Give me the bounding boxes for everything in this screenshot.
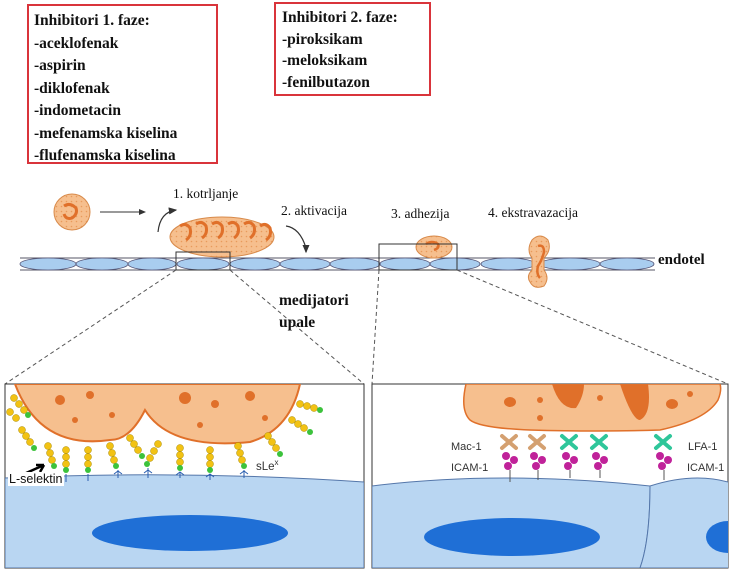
inhibitors-phase2-box: Inhibitori 2. faze: -piroksikam -meloksi… — [274, 2, 431, 96]
rolling-detail-panel — [4, 383, 365, 569]
mediators-label-line2: upale — [279, 314, 316, 331]
extravasating-leukocyte — [527, 235, 550, 288]
mediators-label-line1: medijatori — [279, 292, 349, 309]
lfa1-label: LFA-1 — [688, 441, 718, 453]
icam1-label-left: ICAM-1 — [451, 462, 489, 474]
icam1-label-right: ICAM-1 — [687, 462, 725, 474]
mac1-label: Mac-1 — [451, 441, 482, 453]
drug-item: -mefenamska kiselina — [34, 124, 178, 142]
step-extravasation-label: 4. ekstravazacija — [488, 205, 578, 220]
adhering-leukocyte — [415, 235, 453, 259]
drug-item: -fenilbutazon — [282, 73, 370, 91]
drug-item: -aspirin — [34, 57, 86, 74]
step-adhesion-label: 3. adhezija — [391, 206, 450, 221]
drug-item: -meloksikam — [282, 52, 368, 69]
slex-label: sLex — [256, 458, 279, 473]
drug-item: -flufenamska kiselina — [34, 147, 176, 164]
inhibitors-phase1-title: Inhibitori 1. faze: — [34, 12, 150, 29]
roll-arrow-down — [285, 225, 307, 249]
drug-item: -piroksikam — [282, 30, 363, 48]
roll-arrow-up — [157, 207, 178, 233]
endothelium-label: endotel — [658, 252, 705, 268]
zoom-box-rolling — [175, 251, 231, 271]
step-activation-label: 2. aktivacija — [281, 203, 347, 218]
zoom-lines — [4, 269, 729, 385]
endothelium-row — [19, 257, 655, 271]
rolling-leukocytes — [169, 216, 275, 258]
inhibitors-phase2-title: Inhibitori 2. faze: — [282, 9, 398, 26]
step-rolling-label: 1. kotrljanje — [173, 186, 239, 201]
adhesion-detail-panel — [371, 383, 729, 569]
free-leukocyte — [53, 193, 91, 231]
l-selectin-label: L-selektin — [8, 472, 64, 486]
drug-item: -aceklofenak — [34, 34, 119, 52]
inhibitors-phase1-box: Inhibitori 1. faze: -aceklofenak -aspiri… — [27, 4, 218, 164]
zoom-box-adhesion — [378, 243, 458, 271]
drug-item: -diklofenak — [34, 79, 110, 97]
drug-item: -indometacin — [34, 102, 121, 119]
